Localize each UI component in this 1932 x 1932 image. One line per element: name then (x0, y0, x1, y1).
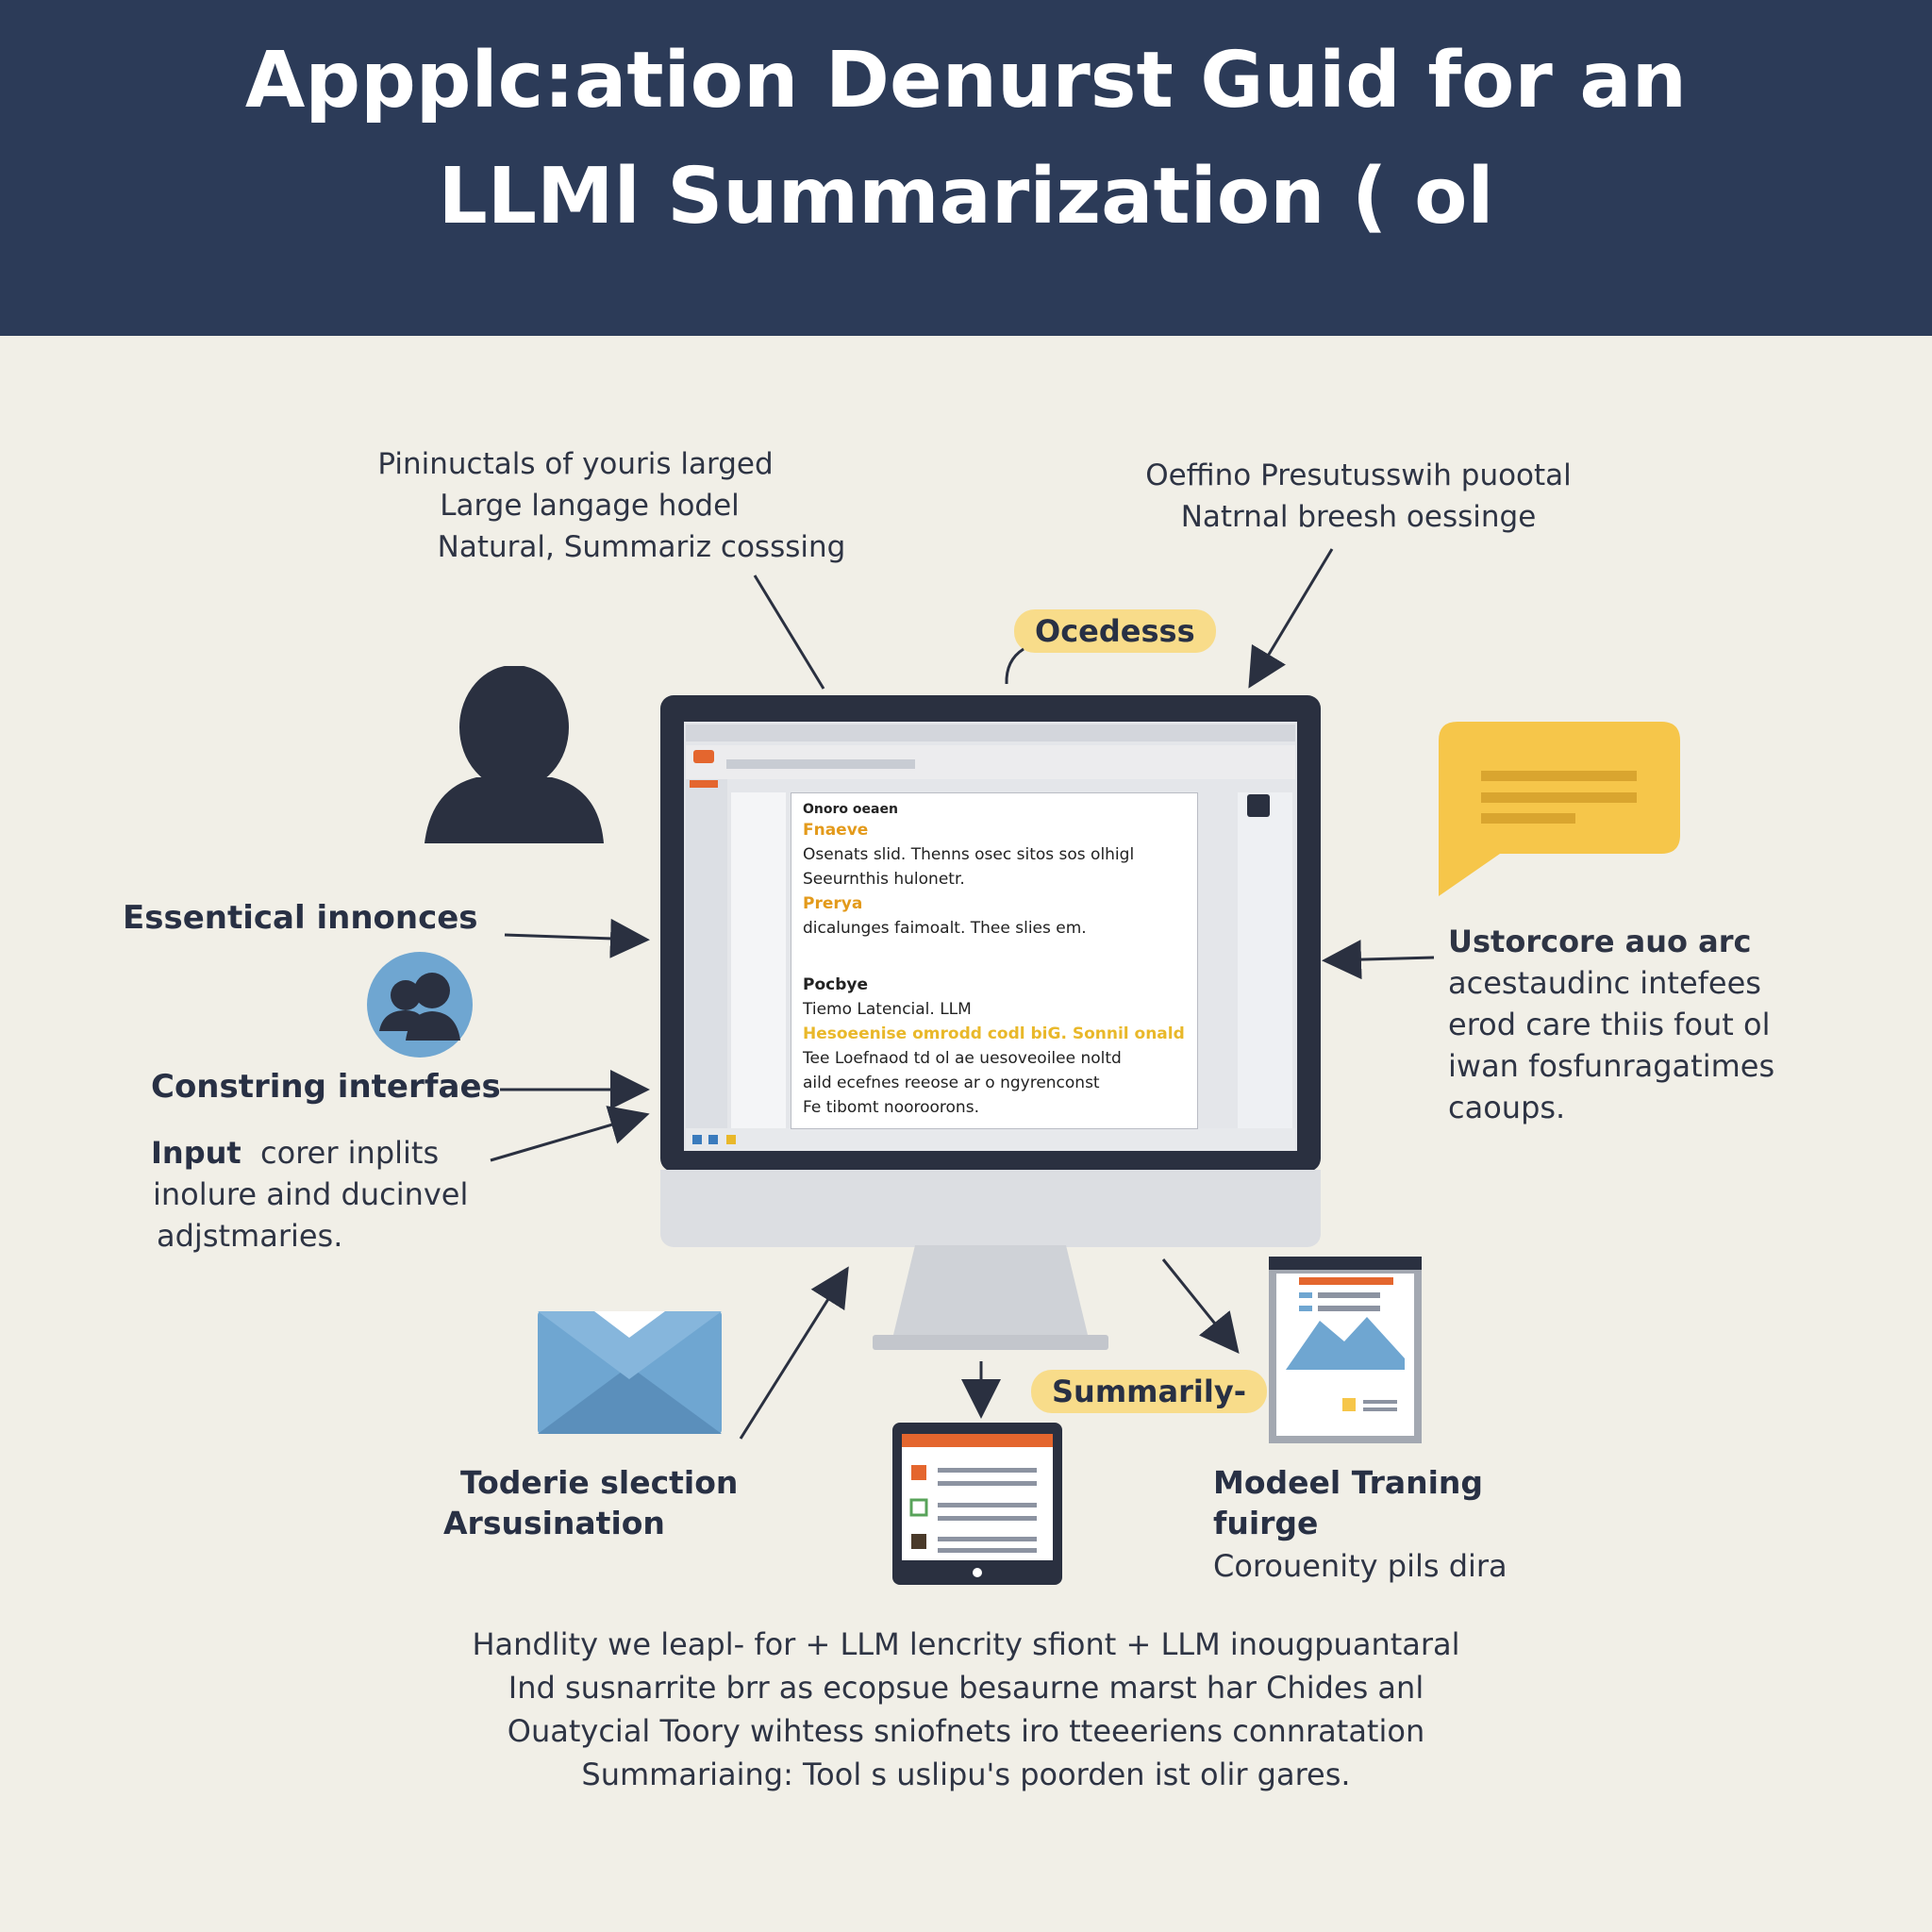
input-line: inolure aind ducinvel (153, 1176, 469, 1212)
top-left-note-line: Natural, Summariz cosssing (437, 530, 846, 564)
bottom-right-label-line: Corouenity pils dira (1213, 1548, 1507, 1584)
essential-label: Essentical innonces (123, 899, 478, 937)
left-panel (686, 779, 727, 1147)
window-menu-bar (686, 724, 1295, 741)
image-document-icon (1269, 1257, 1422, 1443)
right-note: Ustorcore auo arc acestaudinc intefees e… (1448, 921, 1774, 1128)
toolbar-bar (726, 759, 915, 769)
footer-line: Ouatycial Toory wihtess sniofnets iro tt… (507, 1713, 1425, 1749)
footer-paragraph: Handlity we leapl- for + LLM lencrity sf… (0, 1623, 1932, 1796)
bottom-right-label: Modeel Traning fuirge Corouenity pils di… (1213, 1464, 1507, 1587)
top-right-note: Oeffino Presutusswih puootal Natrnal bre… (1104, 455, 1613, 538)
summary-document: Onoro oeaen Fnaeve Osenats slid. Thenns … (791, 792, 1198, 1129)
input-title: Input (151, 1135, 242, 1171)
right-panel (1238, 792, 1292, 1132)
person-icon (425, 666, 604, 843)
status-icon (692, 1135, 702, 1144)
doc-highlight-line: Hesoeenise omrodd codl biG. Sonnil onald (803, 1024, 1185, 1043)
arrow-right-note (1322, 940, 1435, 980)
right-note-line: acestaudinc intefees (1448, 965, 1761, 1001)
right-note-line: caoups. (1448, 1090, 1566, 1125)
window-status-bar (686, 1128, 1295, 1151)
right-note-line: Ustorcore auo arc (1448, 924, 1752, 959)
monitor-stand (873, 1245, 1108, 1350)
group-icon (367, 952, 473, 1058)
page-title-line2: LLMl Summarization ( ol (438, 152, 1494, 242)
right-note-line: iwan fosfunragatimes (1448, 1048, 1775, 1084)
doc-line: Tiemo Latencial. LLM (803, 1000, 972, 1019)
status-icon (708, 1135, 718, 1144)
page-title-line1: Appplc:ation Denurst Guid for an (244, 36, 1688, 125)
footer-line: Summariaing: Tool s uslipu's poorden ist… (581, 1757, 1351, 1792)
arrow-pill-top (1005, 647, 1024, 685)
constring-label: Constring interfaes (151, 1068, 501, 1106)
arrow-image-doc (1161, 1258, 1240, 1355)
arrow-input (490, 1106, 650, 1162)
input-line: corer inplits (260, 1135, 440, 1171)
chat-bubble-icon (1439, 722, 1680, 896)
top-left-note-line: Large langage hodel (440, 489, 740, 523)
tablet-icon (892, 1423, 1062, 1585)
doc-subheading: Prerya (803, 894, 863, 913)
process-pill: Ocedesss (1014, 609, 1216, 653)
user-avatar-icon (1247, 794, 1270, 817)
bottom-right-label-line: Modeel Traning (1213, 1464, 1484, 1501)
header-banner (0, 0, 1932, 336)
arrow-envelope (739, 1266, 849, 1440)
app-logo-icon (693, 750, 714, 763)
outline-panel (731, 792, 786, 1132)
summary-pill: Summarily- (1031, 1370, 1267, 1413)
monitor-chin (660, 1170, 1321, 1247)
bottom-left-label: Toderie slection Arsusination (443, 1464, 739, 1541)
top-right-note-line: Natrnal breesh oessinge (1180, 500, 1537, 534)
doc-line: Fe tibomt nooroorons. (803, 1098, 979, 1117)
left-panel-accent (690, 780, 718, 788)
arrow-top-right (1248, 548, 1334, 689)
top-right-note-line: Oeffino Presutusswih puootal (1145, 458, 1572, 492)
input-note: Input corer inplits inolure aind ducinve… (151, 1132, 468, 1257)
doc-subheading: Fnaeve (803, 821, 869, 840)
footer-line: Ind susnarrite brr as ecopsue besaurne m… (508, 1670, 1424, 1706)
envelope-icon (538, 1311, 722, 1434)
doc-line: dicalunges faimoalt. Thee slies em. (803, 919, 1087, 938)
doc-line: Osenats slid. Thenns osec sitos sos olhi… (803, 845, 1135, 864)
doc-line: aild ecefnes reeose ar o ngyrenconst (803, 1074, 1100, 1092)
doc-line: Tee Loefnaod td ol ae uesoveoilee noltd (803, 1049, 1122, 1068)
right-note-line: erod care thiis fout ol (1448, 1007, 1771, 1042)
status-icon (726, 1135, 736, 1144)
input-line: adjstmaries. (157, 1218, 343, 1254)
doc-heading: Onoro oeaen (803, 802, 898, 817)
doc-line: Seeurnthis hulonetr. (803, 870, 965, 889)
bottom-left-label-line: Arsusination (443, 1505, 665, 1541)
footer-line: Handlity we leapl- for + LLM lencrity sf… (472, 1626, 1460, 1662)
arrow-essential (504, 918, 650, 958)
arrow-top-left (753, 575, 825, 690)
bottom-right-label-line: fuirge (1213, 1505, 1319, 1541)
doc-heading: Pocbye (803, 975, 868, 994)
top-left-note-line: Pininuctals of youris larged (377, 447, 774, 481)
bottom-left-label-line: Toderie slection (460, 1464, 739, 1501)
top-left-note: Pininuctals of youris larged Large langa… (358, 443, 849, 568)
